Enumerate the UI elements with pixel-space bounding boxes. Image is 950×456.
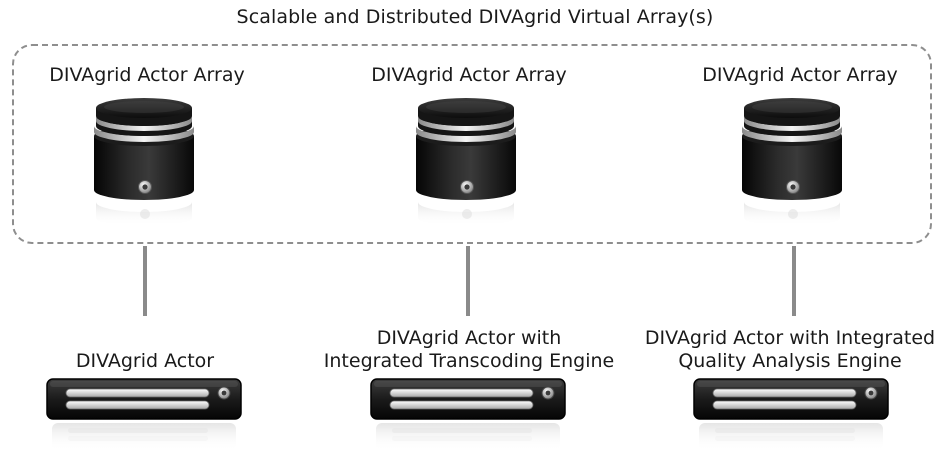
actor-label-2: DIVAgrid Actor with Integrated Transcodi… (299, 327, 639, 373)
virtual-array-group (12, 44, 932, 244)
actor-label-3: DIVAgrid Actor with Integrated Quality A… (620, 327, 950, 373)
actor-label-2-line1: DIVAgrid Actor with (376, 327, 562, 349)
array-label-1: DIVAgrid Actor Array (49, 64, 245, 86)
database-cylinder-icon (94, 98, 194, 226)
actor-label-1: DIVAgrid Actor (0, 350, 315, 373)
database-cylinder-icon (416, 98, 516, 226)
database-cylinder-icon (742, 98, 842, 226)
server-unit-icon (370, 378, 566, 451)
actor-label-3-line1: DIVAgrid Actor with Integrated (644, 327, 936, 349)
array-label-2: DIVAgrid Actor Array (371, 64, 567, 86)
array-label-3: DIVAgrid Actor Array (702, 64, 898, 86)
server-unit-icon (46, 378, 242, 451)
diagram-title: Scalable and Distributed DIVAgrid Virtua… (236, 6, 714, 28)
connector-line-3 (792, 246, 796, 316)
connector-line-1 (143, 246, 147, 316)
connector-line-2 (466, 246, 470, 316)
actor-label-2-line2: Integrated Transcoding Engine (323, 350, 615, 372)
server-unit-icon (693, 378, 889, 451)
actor-label-1-line1: DIVAgrid Actor (75, 350, 215, 372)
actor-label-3-line2: Quality Analysis Engine (678, 350, 902, 372)
